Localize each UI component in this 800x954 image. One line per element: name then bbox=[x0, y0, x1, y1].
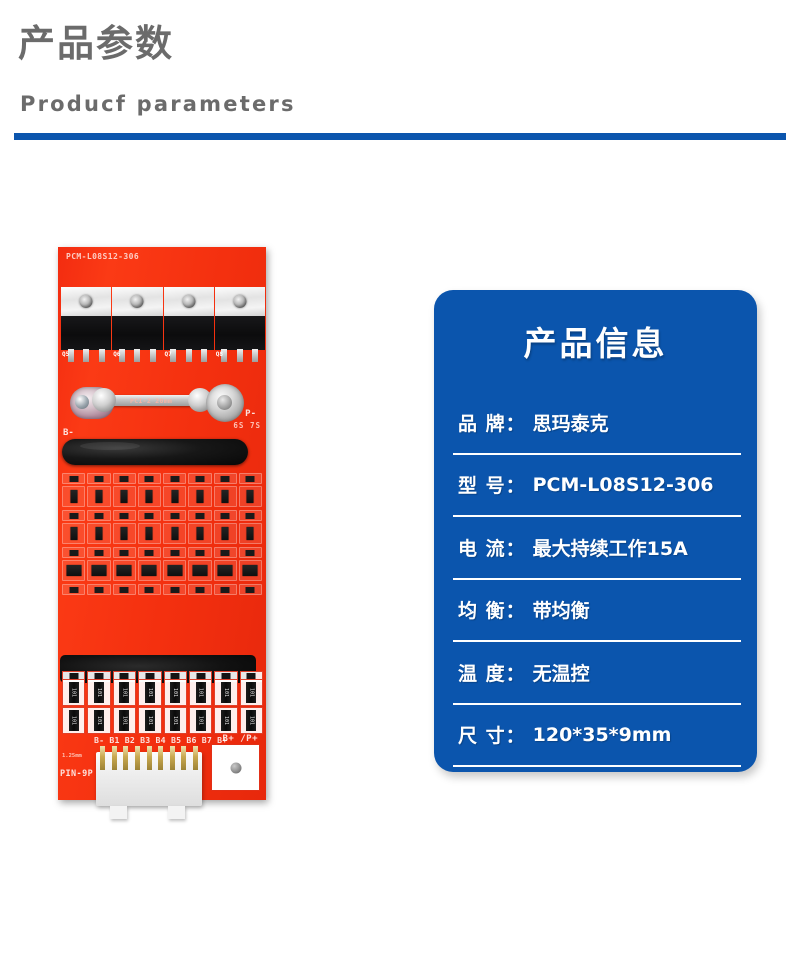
bridge-solder-blob-left bbox=[92, 388, 116, 412]
resistor-code: 101 bbox=[144, 710, 155, 731]
spec-label: 品 牌： bbox=[458, 412, 526, 435]
spec-label: 均 衡： bbox=[458, 600, 526, 623]
mosfet-heat-tab bbox=[112, 287, 163, 317]
mosfet-heat-tab bbox=[61, 287, 112, 317]
spec-value: 无温控 bbox=[532, 662, 590, 685]
spec-label: 电 流： bbox=[458, 537, 526, 560]
resistor-code: 101 bbox=[246, 682, 257, 703]
mosfet-legs bbox=[217, 349, 263, 362]
resistor-code: 101 bbox=[68, 682, 79, 703]
spec-row-dimensions: 尺 寸： 120*35*9mm bbox=[453, 705, 741, 767]
mosfet-mount-hole bbox=[233, 295, 247, 308]
spec-row-temperature: 温 度： 无温控 bbox=[453, 642, 741, 705]
connector-pin-array bbox=[100, 746, 198, 770]
b-plus-p-plus-pad bbox=[211, 744, 260, 791]
smd-component-grid bbox=[62, 473, 262, 653]
ic-glob-top-epoxy bbox=[62, 439, 248, 465]
spec-row-current: 电 流： 最大持续工作15A bbox=[453, 517, 741, 580]
smd-tiny-row bbox=[62, 584, 262, 595]
silkscreen-connector-pitch: 1.25mm bbox=[62, 753, 82, 759]
resistor-code: 101 bbox=[68, 710, 79, 731]
spec-value: PCM-L08S12-306 bbox=[532, 473, 714, 496]
smd-tiny-row bbox=[62, 547, 262, 558]
resistor-row: 101 101 101 101 101 101 101 101 bbox=[62, 707, 263, 734]
resistor-code: 101 bbox=[220, 710, 231, 731]
resistor-code: 101 bbox=[246, 710, 257, 731]
page-title-cn: 产品参数 bbox=[18, 22, 174, 65]
smd-tiny-row bbox=[62, 473, 262, 484]
product-info-card-title: 产品信息 bbox=[523, 324, 668, 363]
spec-value: 最大持续工作15A bbox=[532, 537, 688, 560]
bus-bridge-wire bbox=[100, 395, 200, 406]
resistor-code: 101 bbox=[144, 682, 155, 703]
smd-row bbox=[62, 560, 262, 581]
mosfet-body bbox=[163, 316, 214, 350]
silkscreen-model-text: PCM-L08S12-306 bbox=[66, 252, 140, 261]
resistor-code: 101 bbox=[119, 682, 130, 703]
page-title-en: Producf parameters bbox=[20, 92, 296, 116]
product-info-card: 产品信息 品 牌： 思玛泰克 型 号： PCM-L08S12-306 电 流： … bbox=[434, 290, 757, 772]
smd-row bbox=[62, 486, 262, 507]
balance-connector-9pin bbox=[96, 746, 202, 819]
mosfet-label: Q6 bbox=[113, 351, 121, 358]
mosfet-heat-tab bbox=[214, 287, 265, 317]
mosfet-mount-hole bbox=[130, 295, 144, 308]
resistor-code: 101 bbox=[170, 710, 181, 731]
resistor-code: 101 bbox=[119, 710, 130, 731]
smd-tiny-row bbox=[62, 510, 262, 521]
mosfet-label: Q7 bbox=[164, 351, 172, 358]
mosfet-q6: Q6 bbox=[112, 287, 163, 362]
mosfet-heat-tab bbox=[163, 287, 214, 317]
power-pad-region bbox=[58, 375, 266, 437]
mosfet-q7: Q7 bbox=[163, 287, 214, 362]
mosfet-mount-hole bbox=[79, 295, 93, 308]
mosfet-legs bbox=[63, 349, 109, 362]
resistor-code: 101 bbox=[220, 682, 231, 703]
mosfet-body bbox=[214, 316, 265, 350]
silkscreen-balance-pin-labels: B- B1 B2 B3 B4 B5 B6 B7 B+ bbox=[94, 735, 228, 745]
silkscreen-b-plus-p-plus: B+ /P+ bbox=[222, 734, 258, 744]
connector-foot-right bbox=[168, 806, 185, 819]
spec-row-model: 型 号： PCM-L08S12-306 bbox=[453, 455, 741, 517]
balance-resistor-bank: 101 101 101 101 101 101 101 101 101 101 … bbox=[62, 679, 263, 735]
spec-list: 品 牌： 思玛泰克 型 号： PCM-L08S12-306 电 流： 最大持续工… bbox=[453, 392, 741, 767]
resistor-row: 101 101 101 101 101 101 101 101 bbox=[62, 679, 263, 706]
resistor-code: 101 bbox=[170, 682, 181, 703]
mosfet-body bbox=[61, 316, 112, 350]
mosfet-body bbox=[112, 316, 163, 350]
spec-label: 温 度： bbox=[458, 662, 526, 685]
silkscreen-connector-type: PIN-9P bbox=[60, 769, 94, 779]
spec-label: 尺 寸： bbox=[458, 725, 526, 748]
mosfet-mount-hole bbox=[182, 295, 196, 308]
mosfet-legs bbox=[114, 349, 160, 362]
spec-row-balance: 均 衡： 带均衡 bbox=[453, 580, 741, 642]
spec-row-brand: 品 牌： 思玛泰克 bbox=[453, 392, 741, 455]
smd-row bbox=[62, 523, 262, 544]
mosfet-label: Q8 bbox=[215, 351, 223, 358]
spec-label: 型 号： bbox=[458, 475, 526, 498]
spec-value: 120*35*9mm bbox=[532, 723, 672, 746]
spec-value: 带均衡 bbox=[532, 600, 590, 623]
spec-value: 思玛泰克 bbox=[532, 412, 609, 435]
connector-foot-left bbox=[110, 806, 127, 819]
mosfet-q8: Q8 bbox=[214, 287, 265, 362]
resistor-code: 101 bbox=[195, 682, 206, 703]
header-divider-rule bbox=[14, 133, 786, 140]
p-minus-solder-pad bbox=[206, 384, 244, 422]
pcb-board: PCM-L08S12-306 Q5 Q6 Q7 bbox=[58, 247, 266, 800]
mosfet-row: Q5 Q6 Q7 Q8 bbox=[61, 287, 265, 362]
resistor-code: 101 bbox=[94, 682, 105, 703]
mosfet-label: Q5 bbox=[62, 351, 70, 358]
pcb-product-photo: PCM-L08S12-306 Q5 Q6 Q7 bbox=[58, 247, 266, 819]
page-header: 产品参数 Producf parameters bbox=[0, 0, 800, 145]
mosfet-q5: Q5 bbox=[61, 287, 112, 362]
resistor-code: 101 bbox=[94, 710, 105, 731]
resistor-code: 101 bbox=[195, 710, 206, 731]
mosfet-legs bbox=[166, 349, 212, 362]
